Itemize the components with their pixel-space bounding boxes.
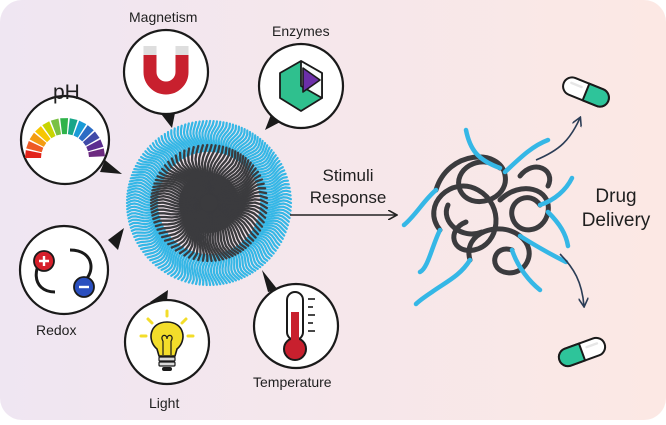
- temperature-bubble: [252, 270, 340, 370]
- micelle-hydrophilic-shell: [125, 119, 293, 287]
- enzyme-icon: [279, 60, 323, 112]
- stimuli-response-line-1: Stimuli: [322, 166, 374, 185]
- light-bubble: [123, 290, 211, 386]
- enzymes-bubble: [257, 42, 345, 130]
- enzymes-bubble-pointer: [265, 112, 284, 130]
- drug-delivery-label: Drug Delivery: [574, 185, 658, 233]
- light-bulb-icon: [139, 309, 195, 371]
- ph-label: pH: [53, 81, 80, 104]
- light-label: Light: [149, 395, 180, 411]
- ph-scale-icon: [25, 118, 105, 158]
- redox-icon: [33, 248, 95, 298]
- temperature-bubble-pointer: [262, 270, 278, 292]
- drug-delivery-line-1: Drug: [595, 186, 637, 207]
- pill-icon-bottom: [557, 336, 607, 368]
- redox-label: Redox: [36, 322, 77, 338]
- redox-bubble-pointer: [108, 228, 124, 250]
- pill-icon-top: [562, 76, 610, 108]
- temperature-label: Temperature: [253, 374, 332, 390]
- ph-bubble-circle: [19, 94, 111, 186]
- micelle-hydrophobic-core: [149, 143, 269, 263]
- redox-bubble: [18, 224, 124, 316]
- release-arrow-bottom: [559, 253, 584, 306]
- thermometer-icon: [283, 291, 315, 361]
- magnet-icon: [143, 46, 189, 95]
- polymer-micelle: [125, 119, 293, 287]
- stimuli-response-line-2: Response: [309, 188, 387, 207]
- drug-delivery-line-2: Delivery: [581, 210, 651, 231]
- disassembled-polymer-tangle: [401, 127, 575, 307]
- magnetism-label: Magnetism: [129, 9, 198, 25]
- ph-bubble-pointer: [100, 160, 122, 174]
- enzymes-label: Enzymes: [272, 23, 330, 39]
- release-arrow-top: [535, 118, 580, 161]
- ph-bubble: [19, 94, 122, 186]
- redox-bubble-circle: [18, 224, 110, 316]
- magnetism-bubble-circle: [122, 28, 210, 116]
- magnetism-bubble: [122, 28, 210, 128]
- stimuli-response-label: Stimuli Response: [298, 165, 398, 209]
